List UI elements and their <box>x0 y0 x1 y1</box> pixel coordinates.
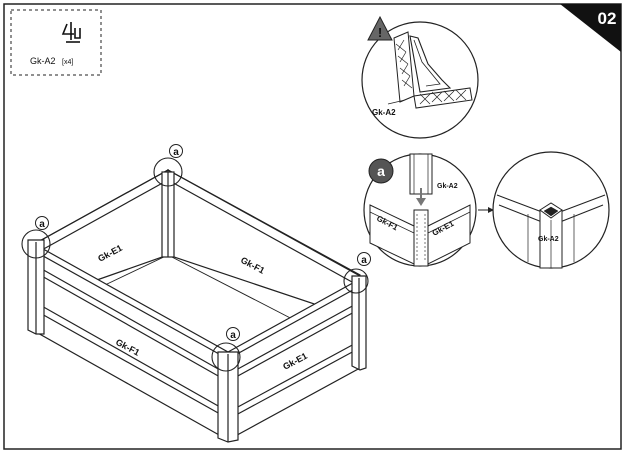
corner-marker-a-right: a <box>357 252 371 266</box>
corner-markers <box>21 157 369 372</box>
down-arrow-icon <box>416 188 426 206</box>
detail-a-insertion: a Gk-A2 Gk-F1 Gk-E1 <box>363 153 477 267</box>
corner-marker-a-top: a <box>169 144 183 158</box>
result-connector-label: Gk-A2 <box>538 236 559 243</box>
svg-text:a: a <box>173 147 179 158</box>
warning-triangle-icon: ! <box>367 15 393 41</box>
svg-text:a: a <box>230 330 236 341</box>
svg-text:a: a <box>377 163 385 179</box>
svg-text:a: a <box>39 219 45 230</box>
corner-marker-a-front: a <box>226 327 240 341</box>
detail-result: Gk-A2 <box>492 151 610 269</box>
part-name: Gk-A2 <box>30 56 56 66</box>
raised-bed-drawing <box>27 168 367 443</box>
svg-text:!: ! <box>378 25 382 40</box>
right-arrow-icon <box>478 207 494 213</box>
part-quantity: [x4] <box>62 59 73 66</box>
svg-text:a: a <box>361 255 367 266</box>
detail-warning-corner: ! Gk-A2 <box>361 15 479 139</box>
corner-marker-labels: a a a a <box>35 144 371 341</box>
step-badge: 02 <box>560 4 621 52</box>
parts-box: Gk-A2 [x4] <box>10 9 102 76</box>
corner-connector-icon <box>61 22 81 43</box>
detail-a-badge: a <box>368 158 394 184</box>
detail-a-connector-label: Gk-A2 <box>437 183 458 190</box>
corner-marker-a-left: a <box>35 216 49 230</box>
warning-part-label: Gk-A2 <box>372 108 396 117</box>
step-number: 02 <box>598 9 617 28</box>
page-frame <box>3 3 622 450</box>
